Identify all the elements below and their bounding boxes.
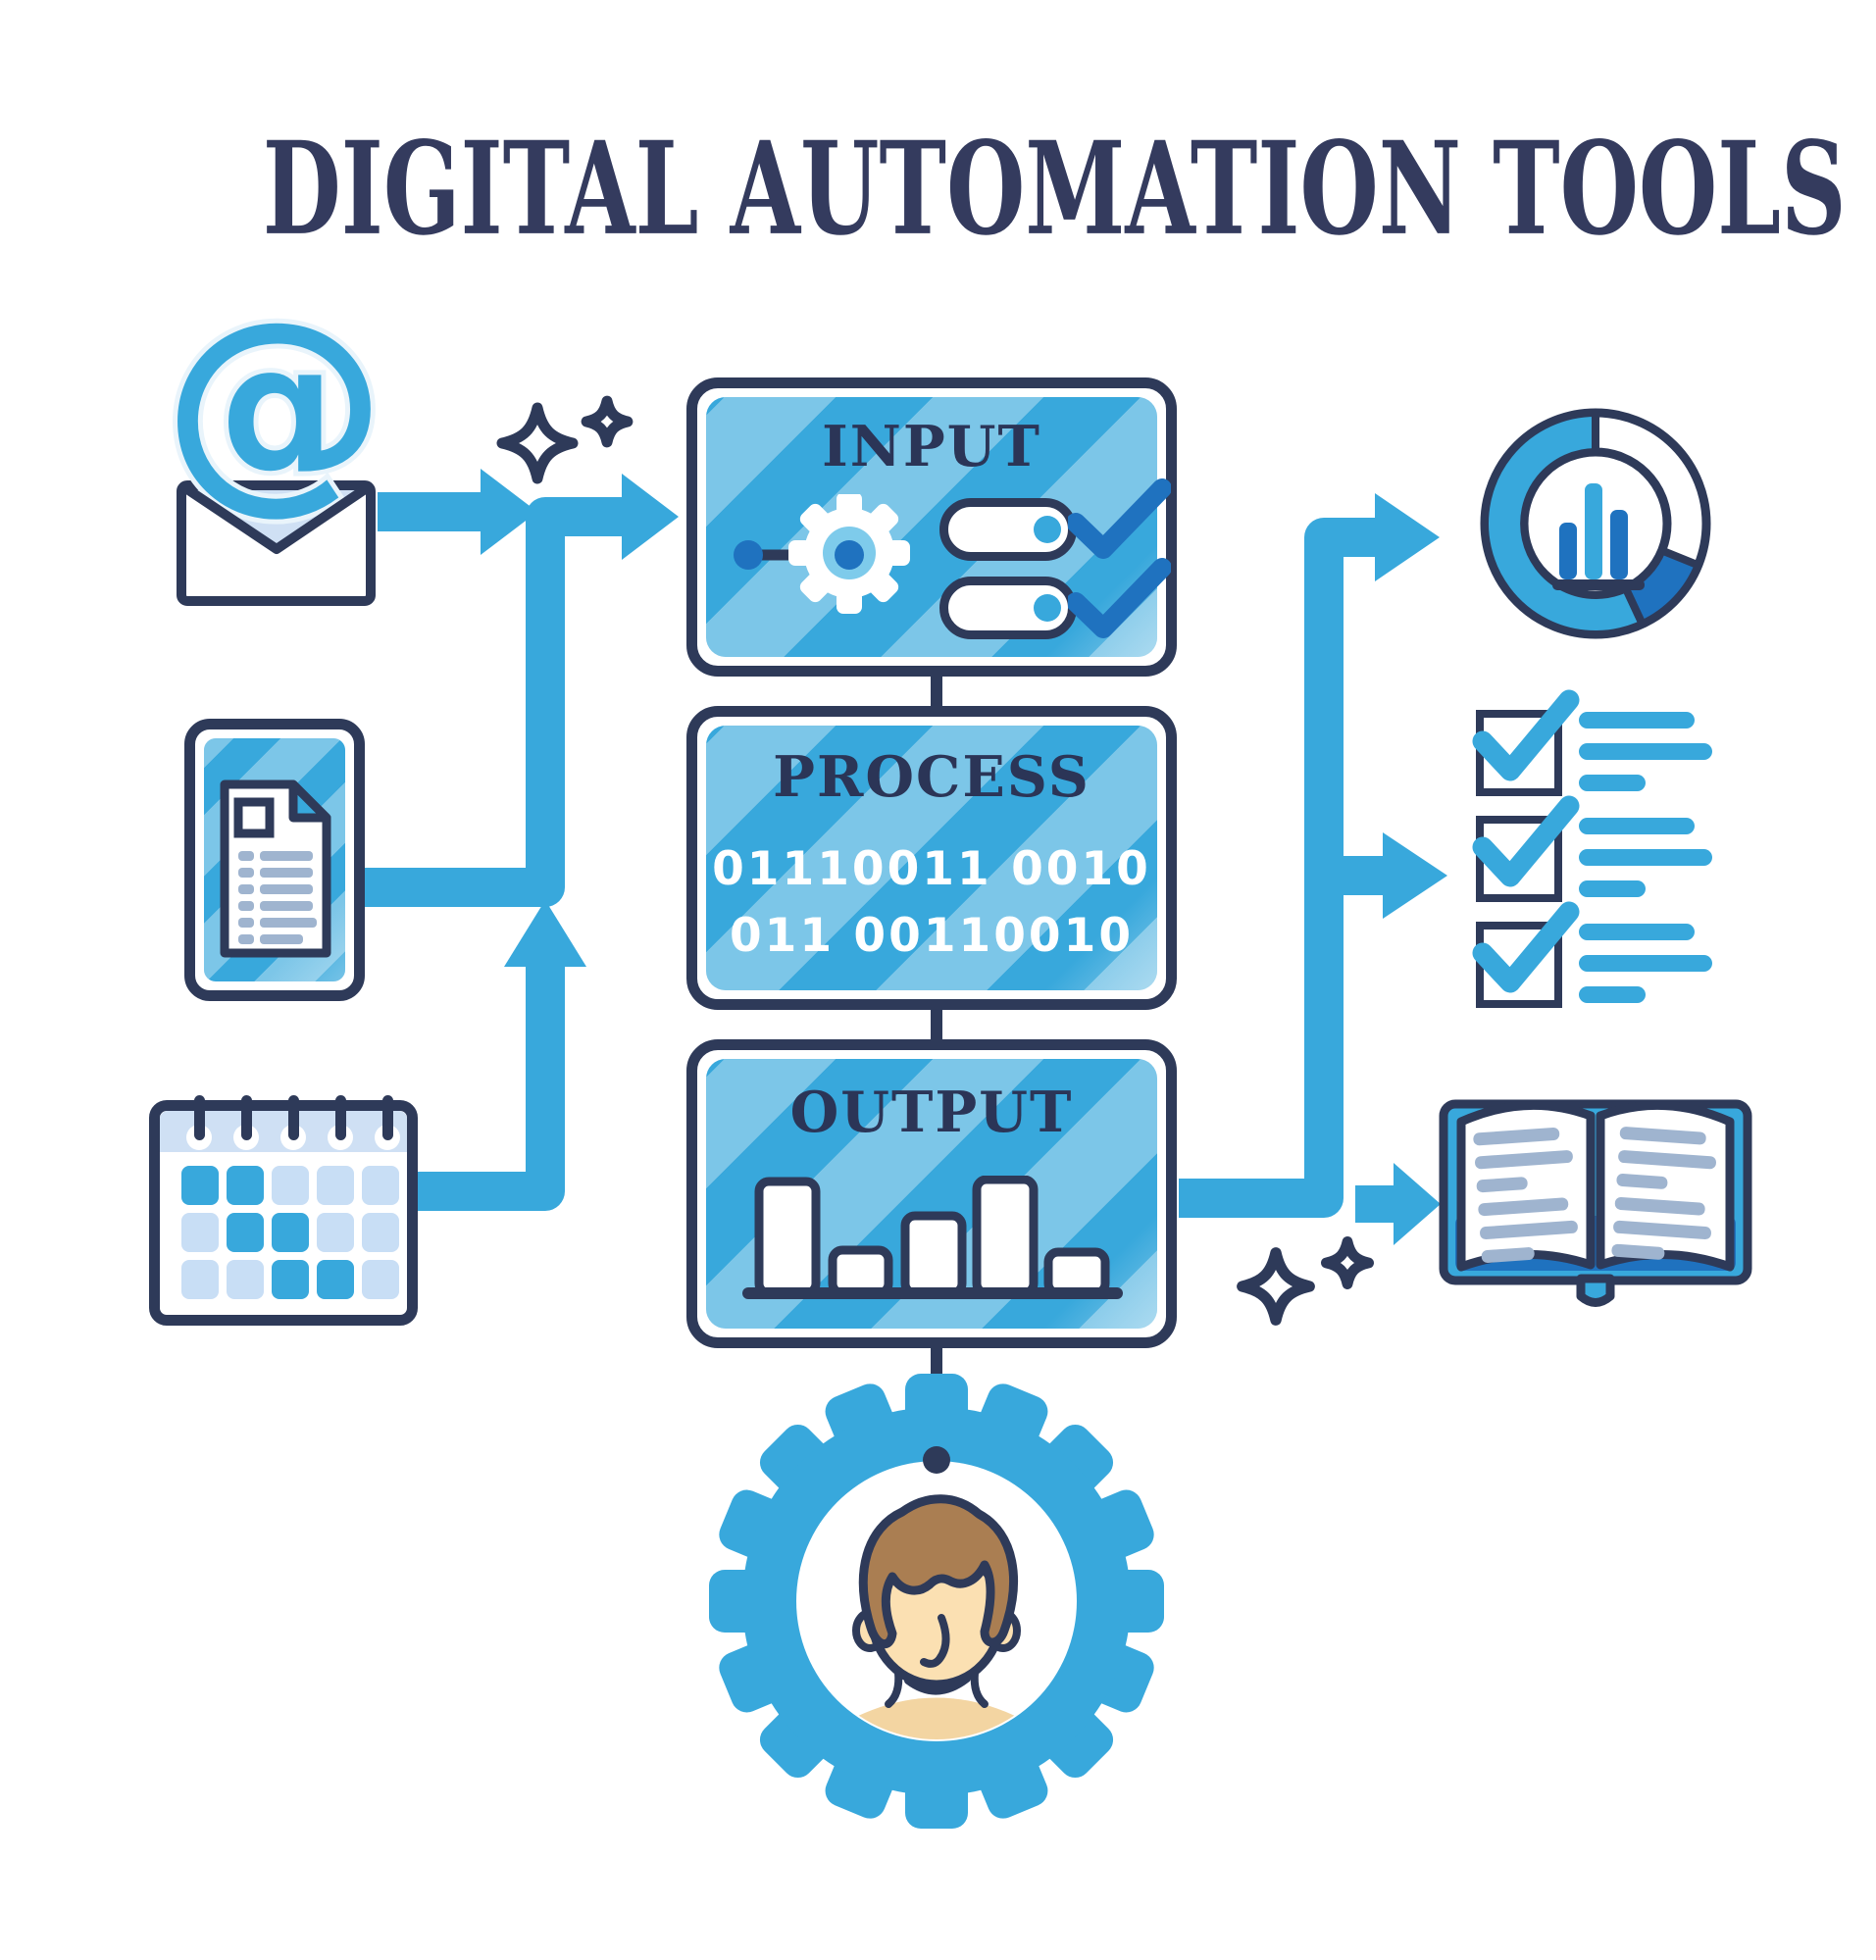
checklist-row xyxy=(1472,689,1757,796)
calendar-day xyxy=(317,1213,354,1252)
open-book-icon xyxy=(1439,1099,1752,1307)
calendar-day-highlighted xyxy=(227,1213,264,1252)
checkmark-icon xyxy=(1068,478,1171,559)
calendar-day-highlighted xyxy=(227,1166,264,1205)
gear-teeth xyxy=(788,494,910,614)
calendar-day-highlighted xyxy=(272,1213,309,1252)
hair xyxy=(858,1494,1018,1648)
sparkle-icon xyxy=(581,395,634,448)
checklist-text-line xyxy=(1579,743,1712,760)
calendar-day xyxy=(181,1213,219,1252)
output-bar xyxy=(754,1177,821,1298)
input-label: INPUT xyxy=(822,414,1041,479)
checklist-row xyxy=(1472,901,1757,1008)
calendar-day-highlighted xyxy=(272,1260,309,1299)
arrow-heads xyxy=(481,469,1447,1245)
output-bar xyxy=(900,1211,967,1298)
page-title: DIGITAL AUTOMATION TOOLS xyxy=(262,114,1847,265)
output-baseline xyxy=(742,1287,1123,1299)
calendar-day xyxy=(227,1260,264,1299)
person-face xyxy=(852,1494,1021,1739)
toggle-switch xyxy=(939,577,1077,639)
output-label: OUTPUT xyxy=(789,1080,1074,1145)
gear-person-icon xyxy=(709,1374,1164,1829)
calendar-day xyxy=(317,1166,354,1205)
sparkle-icon xyxy=(1320,1235,1375,1290)
smile xyxy=(904,1675,971,1695)
binder-pin xyxy=(241,1095,252,1140)
checkmark-icon xyxy=(1068,558,1171,638)
output-box: OUTPUT xyxy=(686,1039,1177,1348)
calendar-day-highlighted xyxy=(181,1166,219,1205)
calendar-day xyxy=(181,1260,219,1299)
checklist-text-line xyxy=(1579,986,1646,1003)
checklist-icon xyxy=(1472,689,1767,1016)
sparkles xyxy=(496,395,1375,1326)
process-box: PROCESS 01110011 0010 011 00110010 xyxy=(686,706,1177,1010)
output-bar xyxy=(828,1245,893,1298)
binder-pin xyxy=(288,1095,299,1140)
book-text-lines xyxy=(1473,1127,1716,1263)
donut-segment-bright xyxy=(1481,409,1647,638)
checklist-text-line xyxy=(1579,849,1712,866)
binder-pin xyxy=(194,1095,205,1140)
checklist-text-line xyxy=(1579,775,1646,791)
output-bar xyxy=(1043,1247,1110,1298)
calendar-day xyxy=(362,1213,399,1252)
checklist-text-line xyxy=(1579,880,1646,897)
calendar-day xyxy=(362,1166,399,1205)
checkmark-icon xyxy=(1472,795,1580,887)
calendar-icon xyxy=(149,1095,418,1326)
neck-line xyxy=(970,1669,989,1708)
shoulders xyxy=(858,1697,1015,1739)
process-screen xyxy=(706,726,1157,990)
calendar-day xyxy=(272,1166,309,1205)
arrow-phone-to-input xyxy=(365,497,622,907)
checklist-text-line xyxy=(1579,924,1695,940)
calendar-day xyxy=(362,1260,399,1299)
sparkle-icon xyxy=(1237,1247,1315,1326)
document-text-lines xyxy=(238,851,317,944)
document-icon xyxy=(220,779,331,958)
binder-pin xyxy=(335,1095,346,1140)
binary-line: 011 00110010 xyxy=(729,909,1135,963)
email-at-envelope-icon: @ xyxy=(158,284,391,606)
checklist-row xyxy=(1472,795,1757,902)
neck-line xyxy=(885,1669,903,1708)
toggle-knob xyxy=(1034,516,1061,543)
input-box: INPUT xyxy=(686,377,1177,677)
checklist-text-line xyxy=(1579,712,1695,729)
toggle-knob xyxy=(1034,594,1061,622)
nose xyxy=(920,1614,950,1668)
arrow-calendar-up xyxy=(365,963,565,1211)
donut-inner-bars xyxy=(1552,483,1645,590)
checklist-text-line xyxy=(1579,955,1712,972)
connector-input-process xyxy=(931,675,942,712)
gear-slider-icon xyxy=(734,494,910,614)
binder-pin xyxy=(382,1095,393,1140)
checklist-text-line xyxy=(1579,818,1695,834)
checkmark-icon xyxy=(1472,901,1580,993)
sparkle-icon xyxy=(496,402,579,484)
output-bar xyxy=(972,1176,1039,1298)
connector-process-output xyxy=(931,1004,942,1045)
smartphone-icon xyxy=(184,719,365,1001)
binary-line: 01110011 0010 xyxy=(712,842,1151,896)
checkmark-icon xyxy=(1472,689,1580,781)
output-bar-chart xyxy=(742,1176,1123,1299)
donut-segment-dark xyxy=(1621,546,1702,628)
process-label: PROCESS xyxy=(773,744,1090,810)
calendar-day-highlighted xyxy=(317,1260,354,1299)
donut-chart-icon xyxy=(1480,408,1711,639)
connector-dot xyxy=(923,1446,950,1474)
toggle-switch xyxy=(939,498,1077,561)
